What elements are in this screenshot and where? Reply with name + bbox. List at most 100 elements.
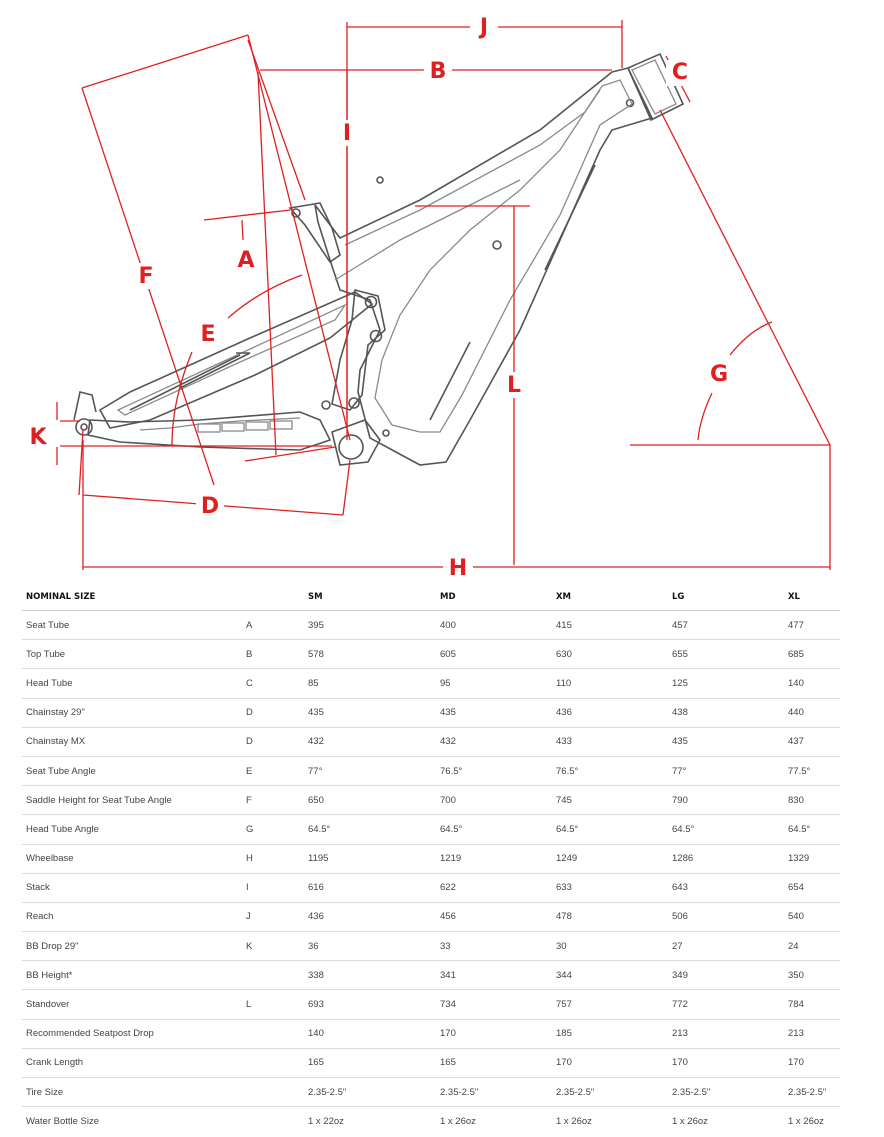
cell-md: 432: [436, 727, 552, 757]
cell-xm: 2.35-2.5": [552, 1077, 668, 1108]
cell-md: 1 x 26oz: [440, 1115, 476, 1127]
cell-xl: 830: [784, 785, 840, 816]
cell-md: 400: [436, 610, 552, 641]
cell-lg: 213: [668, 1019, 784, 1049]
cell-lg: 77°: [668, 756, 784, 787]
cell-code: [242, 1019, 304, 1049]
cell-xm: 344: [552, 960, 668, 991]
cell-md: 2.35-2.5": [436, 1077, 552, 1108]
cell-md: 456: [436, 902, 552, 933]
header-xm: XM: [552, 583, 668, 611]
cell-xl: 540: [784, 902, 840, 933]
label-C: C: [672, 60, 688, 85]
cell-code: E: [242, 756, 304, 787]
cell-code: H: [242, 844, 304, 874]
cell-xl: 64.5°: [784, 814, 840, 845]
cell-lg: 1 x 26oz: [672, 1115, 708, 1127]
cell-code: D: [242, 698, 304, 728]
cell-sm: 1195: [304, 844, 436, 874]
cell-code: [242, 1107, 304, 1136]
cell-lg: 64.5°: [668, 814, 784, 845]
cell-xm: 1249: [552, 844, 668, 874]
header-sm: SM: [304, 583, 436, 611]
label-B: B: [430, 59, 447, 84]
cell-lg: 457: [668, 610, 784, 641]
cell-md: 95: [436, 668, 552, 699]
cell-sm: 2.35-2.5": [304, 1077, 436, 1108]
cell-md: 64.5°: [436, 814, 552, 845]
cell-xm: 64.5°: [552, 814, 668, 845]
cell-xl: 437: [784, 727, 840, 757]
geometry-diagram: J B C I F A E L G K D H: [29, 15, 831, 580]
cell-xm: 1 x 26oz: [556, 1115, 592, 1127]
cell-md: 605: [436, 639, 552, 670]
cell-code: D: [242, 727, 304, 757]
header-lg: LG: [668, 583, 784, 611]
cell-lg: 772: [668, 989, 784, 1020]
cell-xl: 24: [784, 931, 840, 962]
cell-lg: 438: [668, 698, 784, 728]
cell-code: [242, 960, 304, 991]
cell-xm: 630: [552, 639, 668, 670]
cell-code: J: [242, 902, 304, 933]
cell-xm: 745: [552, 785, 668, 816]
cell-measurement: Head Tube Angle: [22, 814, 242, 845]
header-code: [242, 583, 304, 611]
dimension-lines: [56, 20, 831, 570]
cell-md: 170: [436, 1019, 552, 1049]
cell-xl: 350: [784, 960, 840, 991]
cell-xm: 433: [552, 727, 668, 757]
cell-xl: 2.35-2.5": [784, 1077, 840, 1108]
cell-sm: 64.5°: [304, 814, 436, 845]
label-L: L: [507, 373, 521, 398]
cell-lg: 655: [668, 639, 784, 670]
cell-xm: 30: [552, 931, 668, 962]
cell-md: 700: [436, 785, 552, 816]
cell-xm: 478: [552, 902, 668, 933]
cell-lg: 643: [668, 873, 784, 903]
cell-measurement: Standover: [22, 989, 242, 1020]
cell-lg: 170: [668, 1048, 784, 1079]
table-header-row: NOMINAL SIZE SM MD XM LG XL: [22, 583, 840, 611]
cell-sm: 338: [304, 960, 436, 991]
cell-code: F: [242, 785, 304, 816]
cell-sm: 650: [304, 785, 436, 816]
cell-code: [242, 1077, 304, 1108]
cell-measurement: Chainstay MX: [22, 727, 242, 757]
cell-xl: 685: [784, 639, 840, 670]
cell-xm: 185: [552, 1019, 668, 1049]
cell-xl: 77.5°: [784, 756, 840, 787]
cell-lg: 27: [668, 931, 784, 962]
cell-xm: 110: [552, 668, 668, 699]
cell-measurement: Reach: [22, 902, 242, 933]
header-nominal-size: NOMINAL SIZE: [22, 583, 242, 611]
cell-md: 1219: [436, 844, 552, 874]
cell-measurement: Crank Length: [22, 1048, 242, 1079]
cell-xl: 213: [784, 1019, 840, 1049]
label-F: F: [138, 264, 153, 289]
cell-measurement: Top Tube: [22, 639, 242, 670]
cell-measurement: Saddle Height for Seat Tube Angle: [22, 785, 242, 816]
cell-code: K: [242, 931, 304, 962]
cell-md: 622: [436, 873, 552, 903]
cell-sm: 1 x 22oz: [308, 1115, 344, 1127]
cell-measurement: BB Height*: [22, 960, 242, 991]
cell-measurement: Stack: [22, 873, 242, 903]
cell-sm: 77°: [304, 756, 436, 787]
cell-xm: 170: [552, 1048, 668, 1079]
label-G: G: [710, 362, 728, 387]
cell-measurement: Seat Tube Angle: [22, 756, 242, 787]
bike-frame: [73, 52, 685, 466]
cell-lg: 1286: [668, 844, 784, 874]
cell-sm: 693: [304, 989, 436, 1020]
